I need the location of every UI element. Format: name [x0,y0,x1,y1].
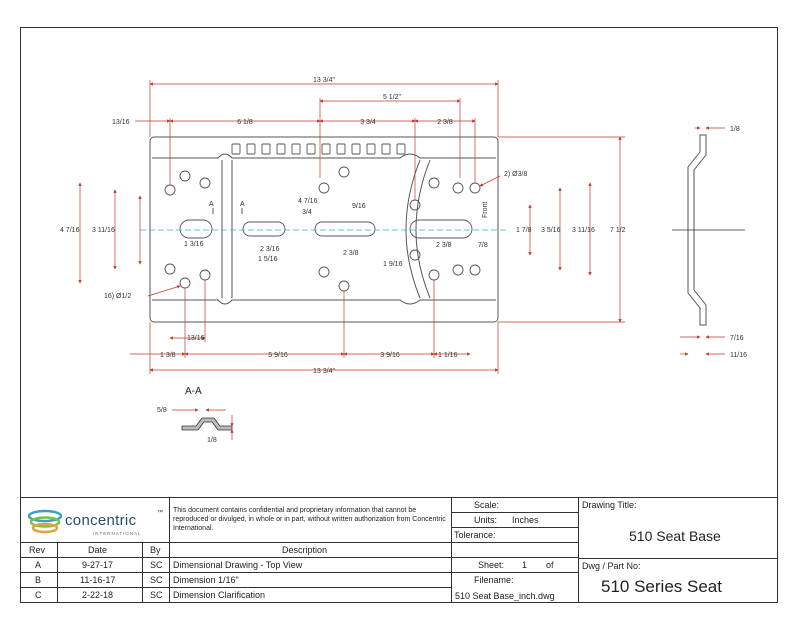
seat-base-plate [149,136,499,323]
front-label: Front [482,202,489,218]
dim-13-16: 13/16 [112,119,130,126]
notice-cell: This document contains confidential and … [169,497,452,543]
drawing-title-value: 510 Seat Base [629,528,721,544]
dim-1-3-16: 1 3/16 [184,241,204,248]
dim-3-11-16-right: 3 11/16 [572,227,595,234]
table-row: 11-16-17 [57,572,143,588]
description-header: Description [169,542,452,558]
table-row: SC [142,587,170,603]
dim-7-8: 7/8 [478,242,488,249]
dim-1-3-8: 1 3/8 [160,352,176,359]
logo-cell: concentric ™ INTERNATIONAL [20,497,170,543]
table-row: Dimension Clarification [169,587,452,603]
sheet-cell: Sheet: 1 of [451,557,579,573]
scale-label: Scale: [474,500,500,510]
dim-4-7-16-left: 4 7/16 [60,227,80,234]
dim-overall-top: 13 3/4" [313,77,335,84]
table-row: B [20,572,58,588]
part-number-cell: Dwg / Part No: 510 Series Seat [578,558,778,603]
table-row: 9-27-17 [57,557,143,573]
sheet-label: Sheet: [478,560,505,570]
tolerance-label: Tolerance: [454,530,496,540]
table-row: SC [142,557,170,573]
dim-2-3-8: 2 3/8 [437,119,453,126]
dim-16-holes: 16) Ø1/2 [104,293,131,300]
section-dim-5-8: 5/8 [157,407,167,414]
dim-2-3-16: 2 3/16 [260,246,280,253]
dim-9-16: 9/16 [352,203,366,210]
table-row: Dimensional Drawing - Top View [169,557,452,573]
logo-tm: ™ [157,510,163,516]
section-label: A-A [185,386,202,397]
dim-3-4: 3/4 [302,209,312,216]
drawing-title-cell: Drawing Title: 510 Seat Base [578,497,778,559]
table-row: Dimension 1/16" [169,572,452,588]
dim-6-1-8: 6 1/8 [237,119,253,126]
dimension-lines [78,80,625,374]
logo-text: concentric [65,512,137,529]
confidential-notice: This document contains confidential and … [173,507,446,532]
dim-1-5-16: 1 5/16 [258,256,278,263]
slots [179,219,473,239]
table-row: C [20,587,58,603]
by-header: By [142,542,170,558]
dim-1-9-16: 1 9/16 [383,261,403,268]
dim-4-7-16-mid: 4 7/16 [298,198,318,205]
dim-side-7-16: 7/16 [730,335,744,342]
scale-cell: Scale: [451,497,579,513]
dim-2-3-8-right: 2 3/8 [436,242,452,249]
table-row: A [20,557,58,573]
dim-3-5-16-right: 3 5/16 [541,227,561,234]
section-marker-left: A [209,201,214,208]
dim-3-11-16-left: 3 11/16 [92,227,115,234]
part-number-value: 510 Series Seat [601,577,722,596]
dim-two-holes: 2) Ø3/8 [504,171,527,178]
section-dim-1-8: 1/8 [207,437,217,444]
sheet-value: 1 [522,560,528,570]
section-markers [212,208,243,214]
dim-13-16-bottom: 13/16 [187,335,205,342]
units-value: Inches [512,515,539,525]
dimension-text: 13 3/4" 5 1/2" 13/16 6 1/8 3 3/4 2 3/8 2… [60,77,747,444]
units-label: Units: [474,515,498,525]
title-block: concentric ™ INTERNATIONAL This document… [20,497,778,603]
side-view [672,126,745,356]
date-header: Date [57,542,143,558]
rev-header: Rev [20,542,58,558]
dim-3-9-16: 3 9/16 [380,352,400,359]
dim-1-1-16: 1 1/16 [438,352,458,359]
table-row: 2-22-18 [57,587,143,603]
filename-value: 510 Seat Base_inch.dwg [455,591,555,601]
drawing-title-label: Drawing Title: [582,500,637,510]
filename-cell: Filename: 510 Seat Base_inch.dwg [451,572,579,603]
sheet-of: of [546,560,554,570]
concentric-logo-icon [27,509,63,534]
table-row: SC [142,572,170,588]
dim-5-9-16: 5 9/16 [268,352,288,359]
section-a-a [172,408,234,440]
slot-row [231,143,406,155]
logo-subtitle: INTERNATIONAL [93,531,142,536]
dim-overall-bottom: 13 3/4" [313,368,335,375]
technical-drawing: 13 3/4" 5 1/2" 13/16 6 1/8 3 3/4 2 3/8 2… [60,77,747,444]
dim-3-3-4: 3 3/4 [360,119,376,126]
tolerance-cell: Tolerance: [451,527,579,543]
dim-side-11-16: 11/16 [730,352,747,359]
dim-five-half: 5 1/2" [383,94,402,101]
units-cell: Units: Inches [451,512,579,528]
dim-1-7-8: 1 7/8 [516,227,532,234]
filename-label: Filename: [474,575,514,585]
part-number-label: Dwg / Part No: [582,561,641,571]
dim-7-1-2: 7 1/2 [610,227,626,234]
dim-2-3-8-mid: 2 3/8 [343,250,359,257]
section-marker-right: A [240,201,245,208]
dim-side-1-8: 1/8 [730,126,740,133]
